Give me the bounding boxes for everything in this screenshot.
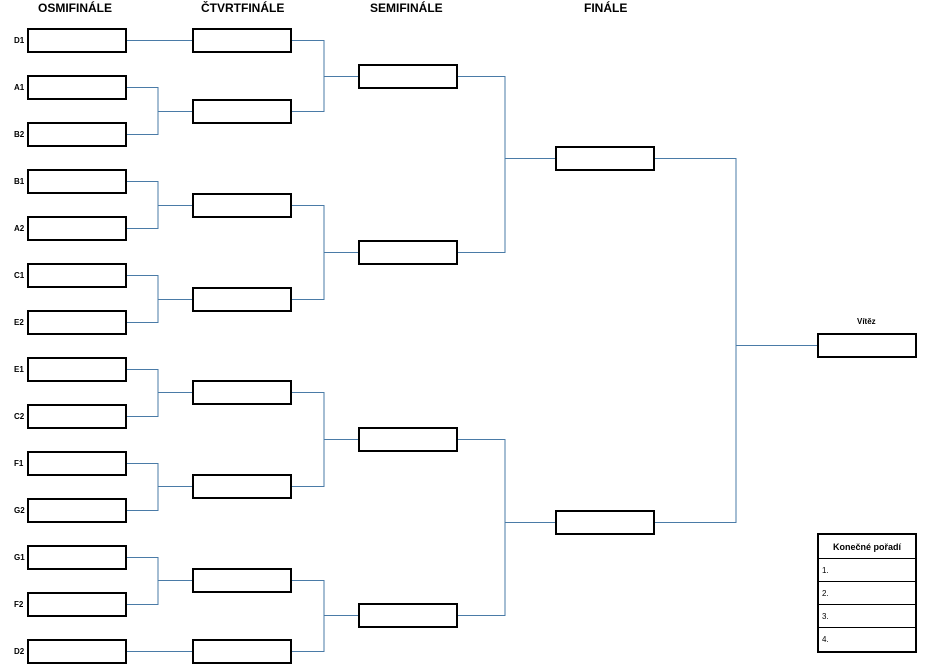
sf-slot-2[interactable] <box>358 240 458 265</box>
r16-slot-g1[interactable] <box>27 545 127 570</box>
qf-slot-5[interactable] <box>192 380 292 405</box>
r16-slot-c2[interactable] <box>27 404 127 429</box>
sf-slot-3[interactable] <box>358 427 458 452</box>
seed-label-c2: C2 <box>14 412 25 421</box>
connector-line-3 <box>127 181 192 229</box>
seed-label-b1: B1 <box>14 177 25 186</box>
header-osmifinale: OSMIFINÁLE <box>38 1 112 15</box>
final-slot-1[interactable] <box>555 146 655 171</box>
seed-label-d1: D1 <box>14 36 25 45</box>
winner-label: Vítěz <box>857 317 876 326</box>
seed-label-f2: F2 <box>14 600 24 609</box>
seed-label-g1: G1 <box>14 553 25 562</box>
seed-label-e2: E2 <box>14 318 24 327</box>
connector-line-14 <box>458 439 555 616</box>
header-semifinale: SEMIFINÁLE <box>370 1 443 15</box>
standings-row-1[interactable]: 1. <box>819 559 915 582</box>
r16-slot-a2[interactable] <box>27 216 127 241</box>
standings-title: Konečné pořadí <box>819 535 915 559</box>
connector-line-6 <box>127 463 192 511</box>
qf-slot-3[interactable] <box>192 193 292 218</box>
qf-slot-8[interactable] <box>192 639 292 664</box>
final-standings-table: Konečné pořadí 1. 2. 3. 4. <box>817 533 917 653</box>
seed-label-c1: C1 <box>14 271 25 280</box>
r16-slot-b1[interactable] <box>27 169 127 194</box>
qf-slot-7[interactable] <box>192 568 292 593</box>
connector-line-7 <box>127 557 192 605</box>
r16-slot-d2[interactable] <box>27 639 127 664</box>
r16-slot-g2[interactable] <box>27 498 127 523</box>
sf-slot-1[interactable] <box>358 64 458 89</box>
qf-slot-6[interactable] <box>192 474 292 499</box>
seed-label-f1: F1 <box>14 459 24 468</box>
standings-row-3[interactable]: 3. <box>819 605 915 628</box>
r16-slot-f1[interactable] <box>27 451 127 476</box>
connector-line-2 <box>127 87 192 135</box>
seed-label-g2: G2 <box>14 506 25 515</box>
connector-line-15 <box>655 158 817 523</box>
connector-line-4 <box>127 275 192 323</box>
connector-line-12 <box>292 580 358 652</box>
connector-line-11 <box>292 392 358 487</box>
winner-slot[interactable] <box>817 333 917 358</box>
seed-label-d2: D2 <box>14 647 25 656</box>
connector-line-13 <box>458 76 555 253</box>
r16-slot-e2[interactable] <box>27 310 127 335</box>
seed-label-a1: A1 <box>14 83 25 92</box>
seed-label-e1: E1 <box>14 365 24 374</box>
seed-label-a2: A2 <box>14 224 25 233</box>
seed-label-b2: B2 <box>14 130 25 139</box>
header-finale: FINÁLE <box>584 1 628 15</box>
r16-slot-e1[interactable] <box>27 357 127 382</box>
qf-slot-2[interactable] <box>192 99 292 124</box>
r16-slot-b2[interactable] <box>27 122 127 147</box>
connector-line-10 <box>292 205 358 300</box>
r16-slot-c1[interactable] <box>27 263 127 288</box>
qf-slot-4[interactable] <box>192 287 292 312</box>
connector-line-5 <box>127 369 192 417</box>
connector-line-9 <box>292 40 358 112</box>
qf-slot-1[interactable] <box>192 28 292 53</box>
standings-row-4[interactable]: 4. <box>822 635 829 644</box>
final-slot-2[interactable] <box>555 510 655 535</box>
r16-slot-d1[interactable] <box>27 28 127 53</box>
standings-row-2[interactable]: 2. <box>819 582 915 605</box>
r16-slot-f2[interactable] <box>27 592 127 617</box>
sf-slot-4[interactable] <box>358 603 458 628</box>
header-ctvrtfinale: ČTVRTFINÁLE <box>201 1 285 15</box>
r16-slot-a1[interactable] <box>27 75 127 100</box>
